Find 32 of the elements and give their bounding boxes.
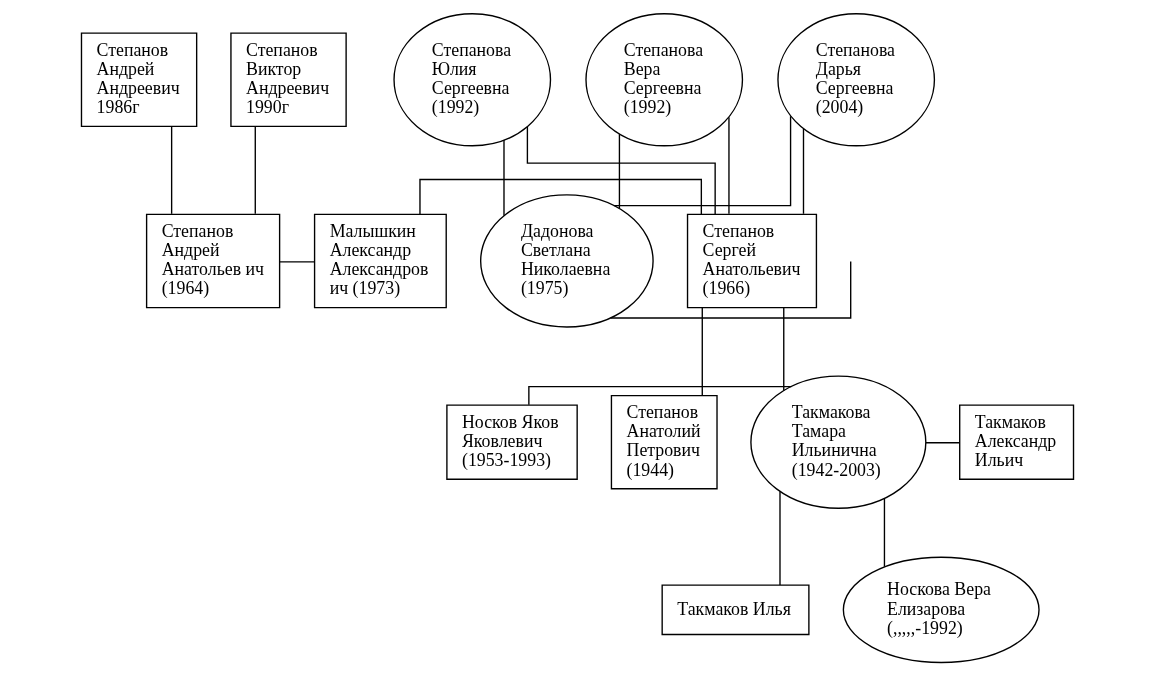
node-ellipse: Степанова Вера Сергеевна (1992) — [585, 13, 744, 147]
connector — [254, 125, 256, 215]
connector — [802, 128, 805, 215]
connector — [783, 306, 785, 392]
node-box: Степанов Сергей Анатольевич (1966) — [686, 213, 818, 309]
connector — [170, 125, 173, 215]
node-box: Степанов Виктор Андреевич 1990г — [230, 32, 347, 128]
node-box: Степанов Андрей Андреевич 1986г — [80, 32, 198, 128]
node-box: Носков Яков Яковлевич (1953-1993) — [446, 404, 578, 480]
connector — [728, 116, 730, 215]
node-ellipse: Такмакова Тамара Ильинична (1942-2003) — [750, 375, 927, 509]
node-box: Такмаков Александр Ильич — [959, 404, 1075, 480]
node-box: Такмаков Илья — [661, 584, 810, 636]
node-box: Степанов Андрей Анатольев ич (1964) — [145, 213, 281, 309]
node-box: Малышкин Александр Александров ич (1973) — [313, 213, 447, 309]
connector — [883, 497, 886, 568]
connector — [419, 178, 703, 215]
node-ellipse: Носкова Вера Елизарова (,,,,,-1992) — [842, 556, 1040, 664]
connector — [526, 126, 716, 215]
connector — [609, 260, 852, 319]
connector — [701, 306, 703, 396]
connector — [925, 442, 961, 444]
connector — [528, 385, 793, 406]
node-ellipse: Степанова Дарья Сергеевна (2004) — [777, 13, 936, 147]
connector — [503, 139, 505, 217]
node-box: Степанов Анатолий Петрович (1944) — [610, 394, 718, 490]
connector — [279, 261, 316, 263]
node-ellipse: Степанова Юлия Сергеевна (1992) — [393, 13, 552, 147]
connector — [779, 490, 781, 586]
connector — [613, 115, 792, 207]
node-ellipse: Дадонова Светлана Николаевна (1975) — [480, 194, 654, 328]
connector — [618, 133, 621, 210]
